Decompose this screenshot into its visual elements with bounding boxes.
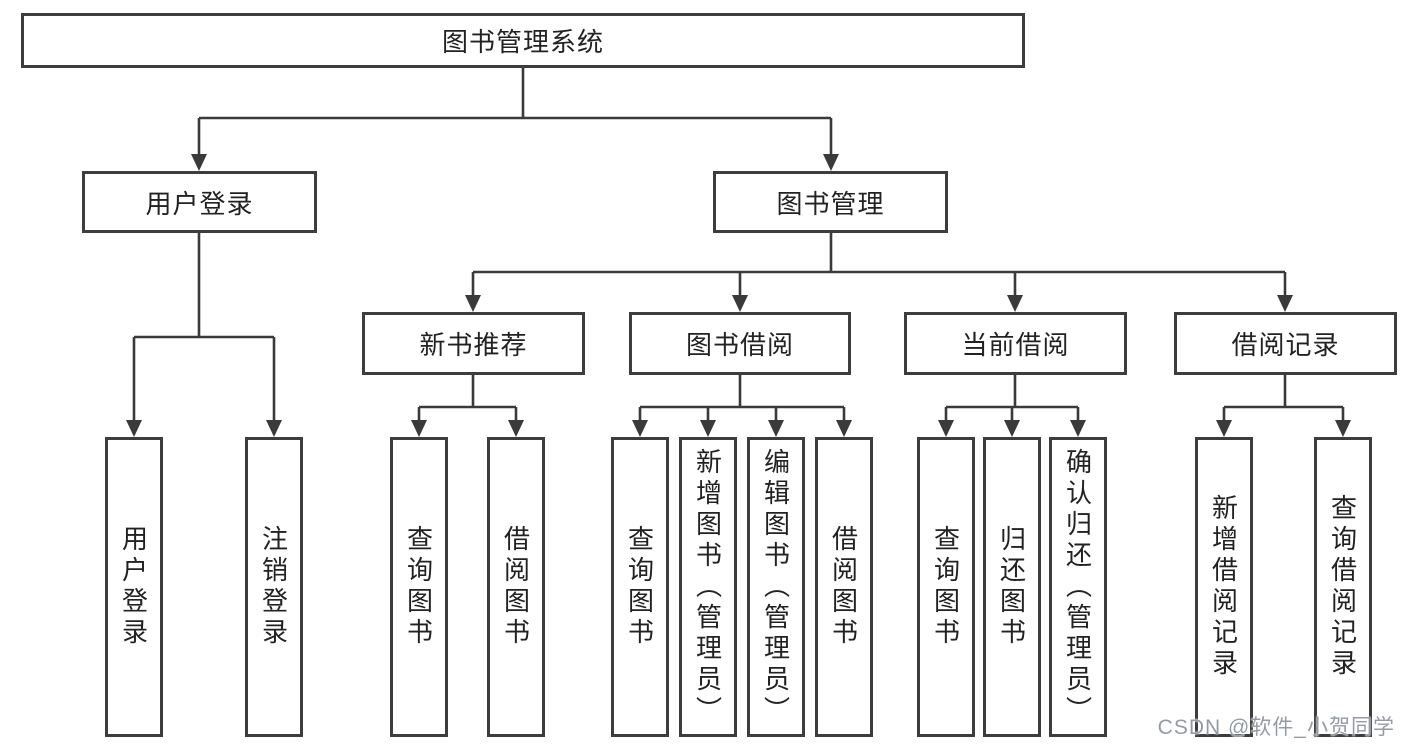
node-book-borrowing-label: 图书借阅: [685, 330, 794, 360]
node-edit-book-admin: 编辑图书（管理员）: [747, 437, 805, 737]
node-user-login-branch-label: 用户登录: [145, 188, 254, 219]
node-return-books: 归还图书: [983, 437, 1041, 737]
node-confirm-return-admin-label: 确认归还（管理员）: [1062, 447, 1093, 727]
node-return-books-label: 归还图书: [996, 525, 1027, 649]
node-borrow-books-1-label: 借阅图书: [500, 525, 531, 649]
node-query-books-1: 查询图书: [390, 437, 448, 737]
csdn-watermark: CSDN @软件_小贺同学: [1157, 716, 1395, 739]
node-book-borrowing: 图书借阅: [629, 312, 851, 375]
node-confirm-return-admin: 确认归还（管理员）: [1049, 437, 1107, 737]
node-book-management-label: 图书管理: [776, 188, 885, 219]
node-borrow-books-2: 借阅图书: [815, 437, 873, 737]
node-query-books-1-label: 查询图书: [403, 525, 434, 649]
node-add-book-admin-label: 新增图书（管理员）: [692, 447, 723, 727]
node-user-login-branch: 用户登录: [82, 171, 317, 233]
arrowheads: [126, 154, 1351, 437]
node-query-books-2-label: 查询图书: [624, 525, 655, 649]
node-borrow-records-label: 借阅记录: [1231, 330, 1340, 360]
node-new-book-recommend-label: 新书推荐: [419, 330, 528, 360]
node-logout: 注销登录: [245, 437, 303, 737]
node-user-login: 用户登录: [105, 437, 163, 737]
node-query-books-2: 查询图书: [611, 437, 669, 737]
node-current-borrowing-label: 当前借阅: [961, 330, 1070, 360]
node-new-book-recommend: 新书推荐: [362, 312, 585, 375]
node-add-book-admin: 新增图书（管理员）: [679, 437, 737, 737]
node-borrow-books-1: 借阅图书: [487, 437, 545, 737]
node-current-borrowing: 当前借阅: [904, 312, 1127, 375]
node-query-books-3-label: 查询图书: [930, 525, 961, 649]
node-borrow-records: 借阅记录: [1174, 312, 1397, 375]
node-query-books-3: 查询图书: [917, 437, 975, 737]
node-user-login-label: 用户登录: [118, 525, 149, 649]
node-borrow-books-2-label: 借阅图书: [828, 525, 859, 649]
node-logout-label: 注销登录: [258, 525, 289, 649]
node-library-system-label: 图书管理系统: [441, 27, 604, 57]
node-library-system: 图书管理系统: [21, 13, 1025, 68]
node-add-borrow-record-label: 新增借阅记录: [1208, 494, 1239, 680]
node-query-borrow-record: 查询借阅记录: [1314, 437, 1372, 737]
node-edit-book-admin-label: 编辑图书（管理员）: [760, 447, 791, 727]
node-query-borrow-record-label: 查询借阅记录: [1327, 494, 1358, 680]
node-add-borrow-record: 新增借阅记录: [1195, 437, 1253, 737]
node-book-management: 图书管理: [713, 171, 948, 233]
